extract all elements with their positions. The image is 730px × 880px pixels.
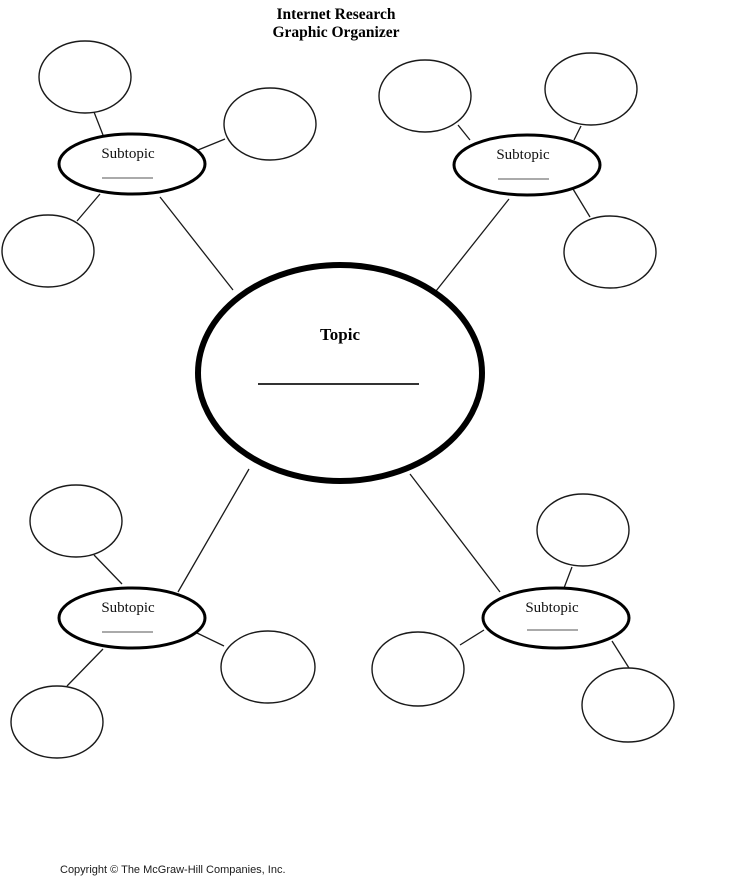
connector-line [563,566,573,589]
subtopic-label: Subtopic [101,146,155,162]
page-title-line2: Graphic Organizer [273,24,400,41]
topic-label: Topic [320,325,360,344]
connector-line-subtopic-to-topic [177,468,250,593]
cluster-top-left: Subtopic [1,40,317,288]
cluster-top-right: Subtopic [378,52,657,289]
detail-oval [544,52,638,126]
connector-line [76,193,101,222]
subtopic-oval [57,132,207,196]
copyright-text: Copyright © The McGraw-Hill Companies, I… [60,864,286,876]
connector-line [572,188,591,218]
detail-oval [1,214,95,288]
connector-line [66,648,104,687]
connector-line [457,124,471,141]
topic-oval [195,262,485,484]
subtopic-label: Subtopic [525,600,579,616]
cluster-bottom-left: Subtopic [10,484,316,759]
detail-oval [223,87,317,161]
cluster-bottom-right: Subtopic [371,493,675,743]
connector-line [93,554,123,585]
connector-line [459,629,485,646]
detail-oval [536,493,630,567]
detail-oval [10,685,104,759]
subtopic-oval [452,133,602,197]
detail-oval [38,40,132,114]
subtopic-oval [481,586,631,650]
detail-oval [29,484,123,558]
detail-oval [581,667,675,743]
connector-line [573,125,582,141]
connector-line [197,138,226,151]
connector-line [611,640,630,669]
detail-oval [220,630,316,704]
detail-oval [371,631,465,707]
detail-oval [563,215,657,289]
connector-line-subtopic-to-topic [409,473,501,593]
page-title-line1: Internet Research [277,6,396,23]
subtopic-label: Subtopic [101,600,155,616]
subtopic-label: Subtopic [496,147,550,163]
connector-line [196,632,225,647]
connector-line-subtopic-to-topic [159,196,234,291]
connector-lines [66,111,630,687]
subtopic-oval [57,586,207,650]
connector-line-subtopic-to-topic [435,198,510,292]
detail-oval [378,59,472,133]
connector-line [93,111,104,136]
topic-node: Topic [195,262,485,484]
